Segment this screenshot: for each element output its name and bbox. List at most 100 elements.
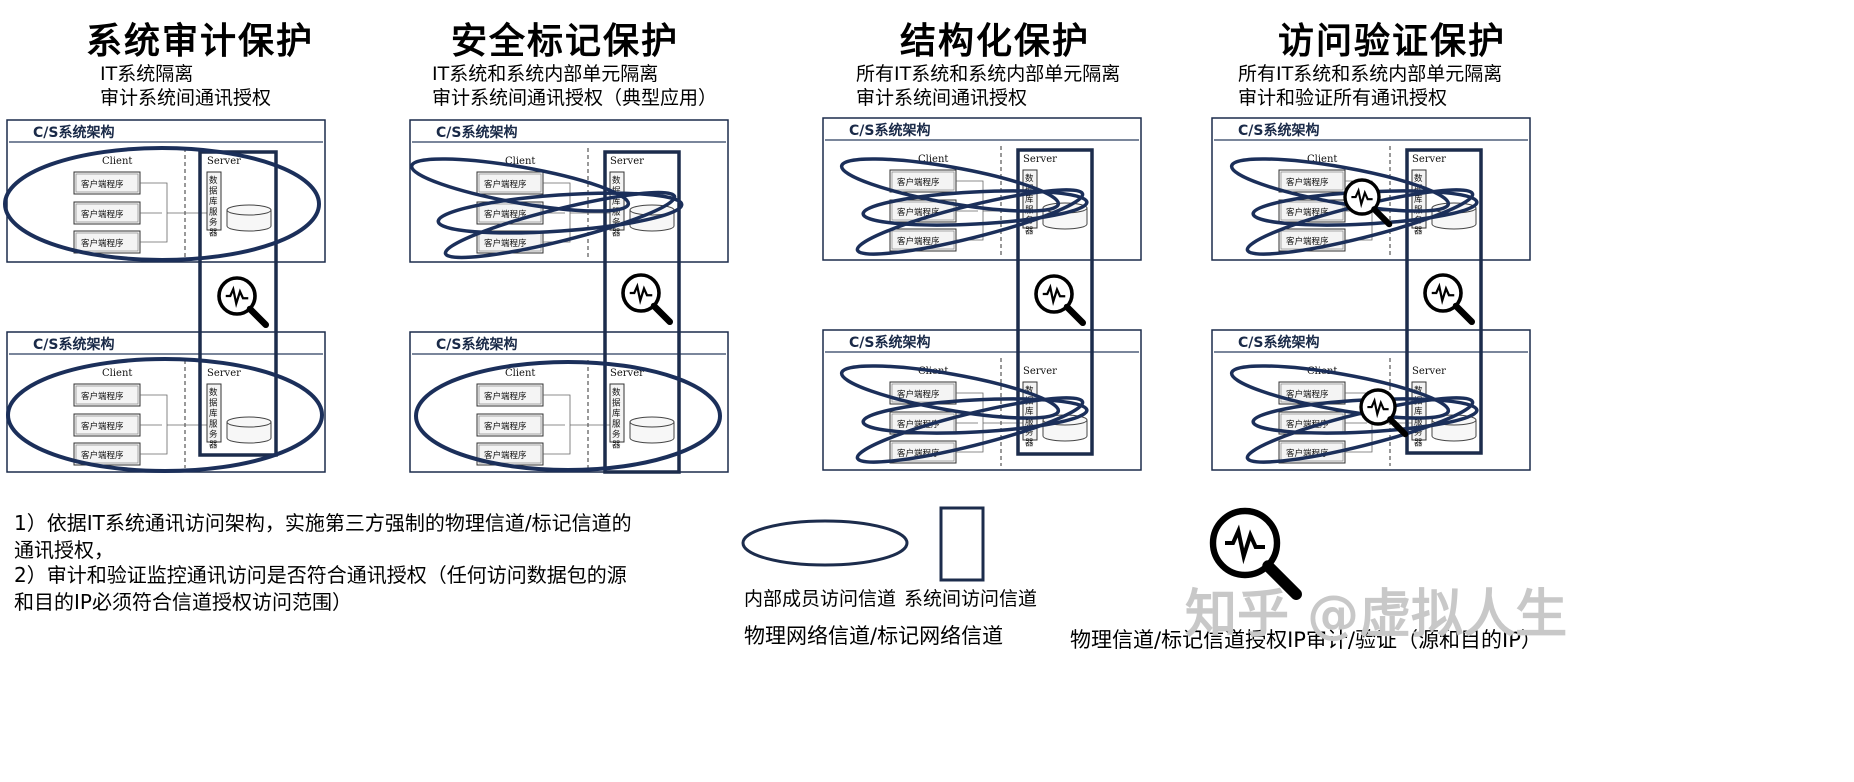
watermark: 知乎 @虚拟人生 [1185, 585, 1568, 645]
db-server-char: 务 [209, 217, 218, 228]
audit-magnifier-icon-1-handle [246, 305, 270, 329]
client-program-inner [478, 385, 542, 405]
server-label: Server [1412, 366, 1446, 377]
panel-1-line-1: IT系统隔离 [100, 63, 194, 85]
audit-magnifier-icon-3-ring [1034, 274, 1074, 314]
db-server-char: 服 [1025, 418, 1034, 428]
member-channel-ellipse [861, 189, 1089, 227]
db-server-char: 库 [209, 196, 218, 207]
panel-3-title: 结构化保护 [900, 21, 1091, 62]
client-program-label: 客户端程序 [484, 238, 527, 249]
db-server-char: 器 [612, 441, 621, 451]
member-channel-ellipse [855, 396, 1085, 464]
db-server-char: 数 [1414, 173, 1423, 184]
client-program-label: 客户端程序 [1286, 448, 1329, 459]
audit-magnifier-icon-2-ring [621, 273, 661, 313]
client-program-inner [478, 173, 542, 193]
client-program-label: 客户端程序 [1286, 419, 1329, 430]
client-program-label: 客户端程序 [1286, 389, 1329, 400]
cs-box-p2-bottom [409, 331, 729, 473]
member-channel-ellipse [1229, 364, 1451, 420]
client-program-inner [75, 173, 139, 193]
db-server-char: 库 [1025, 406, 1034, 417]
verify-magnifier-icon-top-wave [1351, 187, 1373, 209]
client-program-label: 客户端程序 [81, 450, 124, 461]
client-label: Client [1307, 154, 1337, 165]
member-channel-ellipse [839, 364, 1061, 420]
client-program-label: 客户端程序 [1286, 207, 1329, 218]
client-program-inner [891, 383, 955, 403]
db-server-char: 数 [209, 175, 218, 186]
db-server-char: 数 [612, 387, 621, 398]
panel-3-line-2: 审计系统间通讯授权 [856, 87, 1028, 109]
db-server-char: 库 [1025, 194, 1034, 205]
audit-magnifier-icon-4-wave [1431, 282, 1455, 305]
member-channel-ellipse [839, 157, 1061, 213]
member-channel-ellipse [443, 190, 677, 260]
client-bracket [162, 182, 168, 243]
legend-magnifier-icon-wave [1225, 524, 1265, 565]
member-channel-ellipse [3, 146, 321, 262]
cs-box-title: C/S系统架构 [1238, 334, 1319, 351]
server-label: Server [207, 368, 241, 379]
client-label: Client [505, 368, 535, 379]
legend-magnifier-icon-ring [1209, 507, 1281, 579]
audit-magnifier-icon-2-wave [629, 282, 653, 305]
db-server-box [206, 383, 222, 443]
client-program-inner [478, 415, 542, 435]
panel-3-line-1: 所有IT系统和系统内部单元隔离 [856, 63, 1121, 85]
legend-ellipse-label: 内部成员访问信道 [744, 588, 897, 610]
client-program-label: 客户端程序 [484, 450, 527, 461]
client-program-inner [75, 444, 139, 464]
db-server-char: 库 [612, 408, 621, 419]
db-server-char: 库 [1414, 194, 1423, 205]
client-program-inner [478, 444, 542, 464]
client-bracket [978, 180, 984, 241]
member-channel-ellipse [855, 188, 1085, 256]
client-program-label: 客户端程序 [81, 238, 124, 249]
db-server-char: 据 [1414, 184, 1423, 195]
db-server-char: 务 [1025, 427, 1034, 438]
client-program-label: 客户端程序 [81, 421, 124, 432]
audit-magnifier-icon-1-wave [225, 285, 249, 308]
member-channel-ellipse [436, 191, 684, 235]
client-program-label: 客户端程序 [484, 421, 527, 432]
panel-2-line-1: IT系统和系统内部单元隔离 [432, 63, 659, 85]
client-program-label: 客户端程序 [897, 236, 940, 247]
member-channel-ellipse [1229, 157, 1451, 213]
client-program-label: 客户端程序 [1286, 236, 1329, 247]
client-program-inner [1280, 383, 1344, 403]
panel-4-title: 访问验证保护 [1278, 21, 1507, 62]
db-server-char: 数 [612, 175, 621, 186]
db-server-char: 数 [1414, 385, 1423, 396]
panel-4-line-2: 审计和验证所有通讯授权 [1238, 87, 1448, 109]
client-program-label: 客户端程序 [897, 448, 940, 459]
legend-ellipse-shape [741, 519, 909, 567]
db-server-char: 库 [209, 408, 218, 419]
cs-box-title: C/S系统架构 [849, 334, 930, 351]
member-channel-ellipse [409, 157, 631, 213]
cs-box-title: C/S系统架构 [1238, 122, 1319, 139]
system-channel-rect-4 [1405, 148, 1483, 455]
db-server-char: 服 [1414, 418, 1423, 428]
server-label: Server [1023, 366, 1057, 377]
client-program-inner [75, 232, 139, 252]
client-program-inner [1280, 171, 1344, 191]
legend-rect-shape [939, 506, 985, 582]
db-server-char: 务 [612, 217, 621, 228]
member-channel-ellipse [861, 397, 1089, 435]
client-program-label: 客户端程序 [484, 179, 527, 190]
legend-audit-caption: 物理信道/标记信道授权IP审计/验证（源和目的IP） [1070, 628, 1542, 652]
db-server-char: 器 [1414, 227, 1423, 237]
db-server-char: 服 [612, 420, 621, 430]
verify-magnifier-icon-bottom-ring [1359, 388, 1397, 426]
verify-magnifier-icon-bottom-wave [1367, 397, 1389, 419]
cs-box-title: C/S系统架构 [33, 124, 114, 141]
cs-box-p1-top [6, 119, 326, 263]
db-server-char: 据 [209, 398, 218, 409]
client-program-inner [75, 415, 139, 435]
client-program-label: 客户端程序 [484, 391, 527, 402]
db-server-char: 服 [209, 208, 218, 218]
server-label: Server [1412, 154, 1446, 165]
